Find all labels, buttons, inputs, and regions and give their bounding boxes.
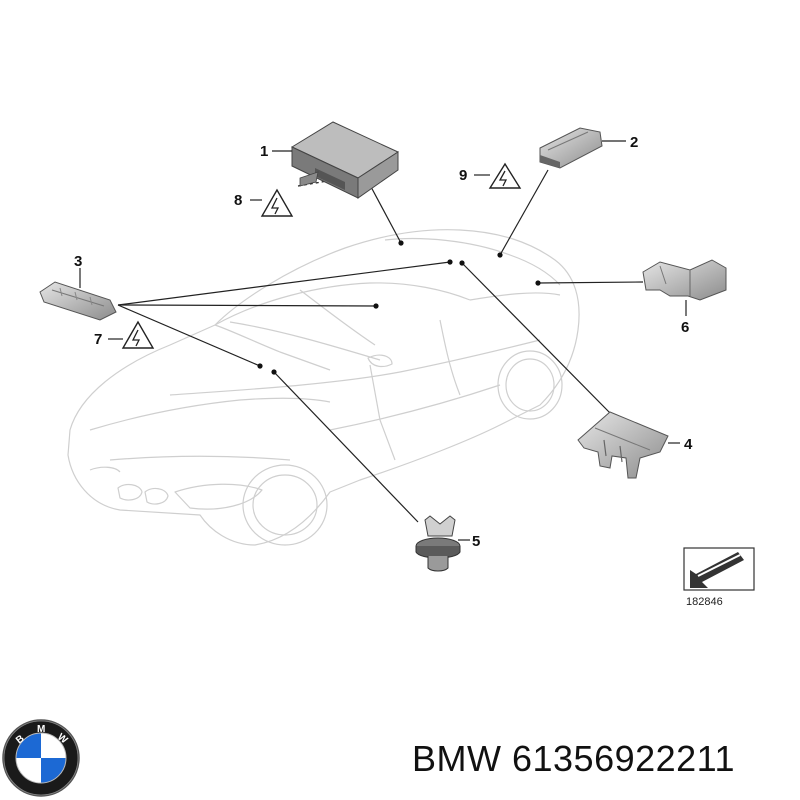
- brand-title: BMW 61356922211: [412, 738, 736, 779]
- direction-arrow-icon: [683, 547, 755, 591]
- callout-1: 1: [260, 143, 268, 160]
- leader-dots: [257, 240, 541, 375]
- antenna-module-3: [39, 268, 117, 321]
- clip-fastener-5: [415, 515, 470, 572]
- car-outline: [67, 229, 580, 546]
- callout-5: 5: [472, 533, 480, 550]
- warning-esd-icon: [108, 320, 155, 349]
- callout-8: 8: [234, 192, 242, 209]
- reference-number: 182846: [686, 596, 723, 608]
- warning-esd-icon: [474, 162, 522, 189]
- sensor-module-2: [539, 127, 626, 169]
- callout-9: 9: [459, 167, 467, 184]
- callout-7: 7: [94, 331, 102, 348]
- warning-esd-icon: [250, 188, 294, 217]
- callout-6: 6: [681, 319, 689, 336]
- bracket-4: [577, 411, 680, 479]
- svg-text:M: M: [37, 724, 45, 735]
- sensor-bracket-6: [642, 259, 727, 316]
- callout-4: 4: [684, 436, 693, 453]
- leader-lines: [117, 169, 644, 523]
- control-unit: [290, 121, 400, 199]
- callout-2: 2: [630, 134, 638, 151]
- callout-3: 3: [74, 253, 82, 270]
- bmw-logo: B M W: [2, 719, 80, 797]
